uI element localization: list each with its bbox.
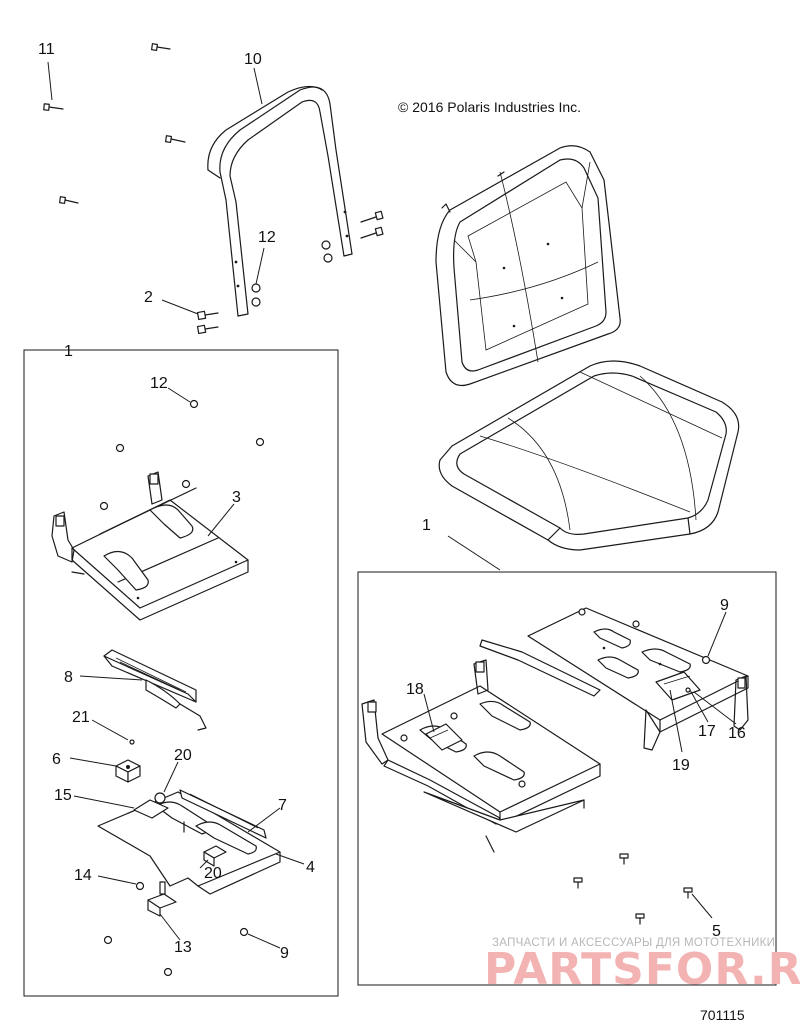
watermark-tagline: ЗАПЧАСТИ И АКСЕССУАРЫ ДЛЯ МОТОТЕХНИКИ (492, 937, 775, 949)
callout-numbers: 11 10 12 2 1 12 3 8 21 6 20 15 7 4 20 14… (38, 41, 746, 962)
callout-3: 3 (232, 489, 241, 506)
callout-17: 17 (698, 723, 716, 740)
callout-18: 18 (406, 681, 424, 698)
callout-15: 15 (54, 787, 72, 804)
right-assembly-box (357, 571, 777, 986)
callout-11: 11 (38, 41, 55, 58)
bolt-group-11 (43, 43, 186, 204)
leader-lines (47, 61, 737, 949)
callout-7: 7 (278, 797, 287, 814)
hoop-bolts-left (196, 283, 261, 335)
callout-20-bottom: 20 (204, 865, 222, 882)
copyright-notice: © 2016 Polaris Industries Inc. (398, 99, 581, 115)
seat-base-plate-rear (479, 607, 749, 751)
nuts-left-box (99, 399, 265, 977)
callout-19: 19 (672, 757, 690, 774)
callout-20-top: 20 (174, 747, 192, 764)
seat-slider-rail (103, 649, 207, 731)
hoop-bolts-right (321, 210, 384, 263)
callout-9-left: 9 (280, 945, 289, 962)
left-assembly-box (23, 349, 339, 997)
callout-2: 2 (144, 289, 153, 306)
callout-1-right: 1 (422, 517, 431, 534)
screws-right-box (573, 853, 693, 925)
lower-seat-plate (97, 789, 281, 895)
callout-10: 10 (244, 51, 262, 68)
callout-12-top: 12 (258, 229, 276, 246)
callout-9-right: 9 (720, 597, 729, 614)
callout-1-left: 1 (64, 343, 73, 360)
callout-12-box: 12 (150, 375, 168, 392)
callout-6: 6 (52, 751, 61, 768)
bolt (59, 196, 79, 204)
callout-13: 13 (174, 939, 192, 956)
callout-5: 5 (712, 923, 721, 940)
grab-handle-hoop (207, 85, 353, 317)
upper-seat-bracket (51, 471, 249, 621)
callout-4: 4 (306, 859, 315, 876)
latch-bracket (147, 881, 177, 917)
callout-8: 8 (64, 669, 73, 686)
seat-bottom-cushion (438, 360, 740, 551)
watermark-brand: PARTSFOR.RU (484, 944, 800, 995)
seat-back-cushion (435, 145, 621, 387)
spacer-block (115, 759, 141, 783)
document-number: 701115 (700, 1007, 745, 1023)
callout-21: 21 (72, 709, 90, 726)
seat-base-plate-front (361, 659, 601, 853)
bolt (43, 103, 64, 111)
callout-14: 14 (74, 867, 92, 884)
bolt (165, 135, 186, 143)
callout-16: 16 (728, 725, 746, 742)
bolt (151, 43, 171, 51)
